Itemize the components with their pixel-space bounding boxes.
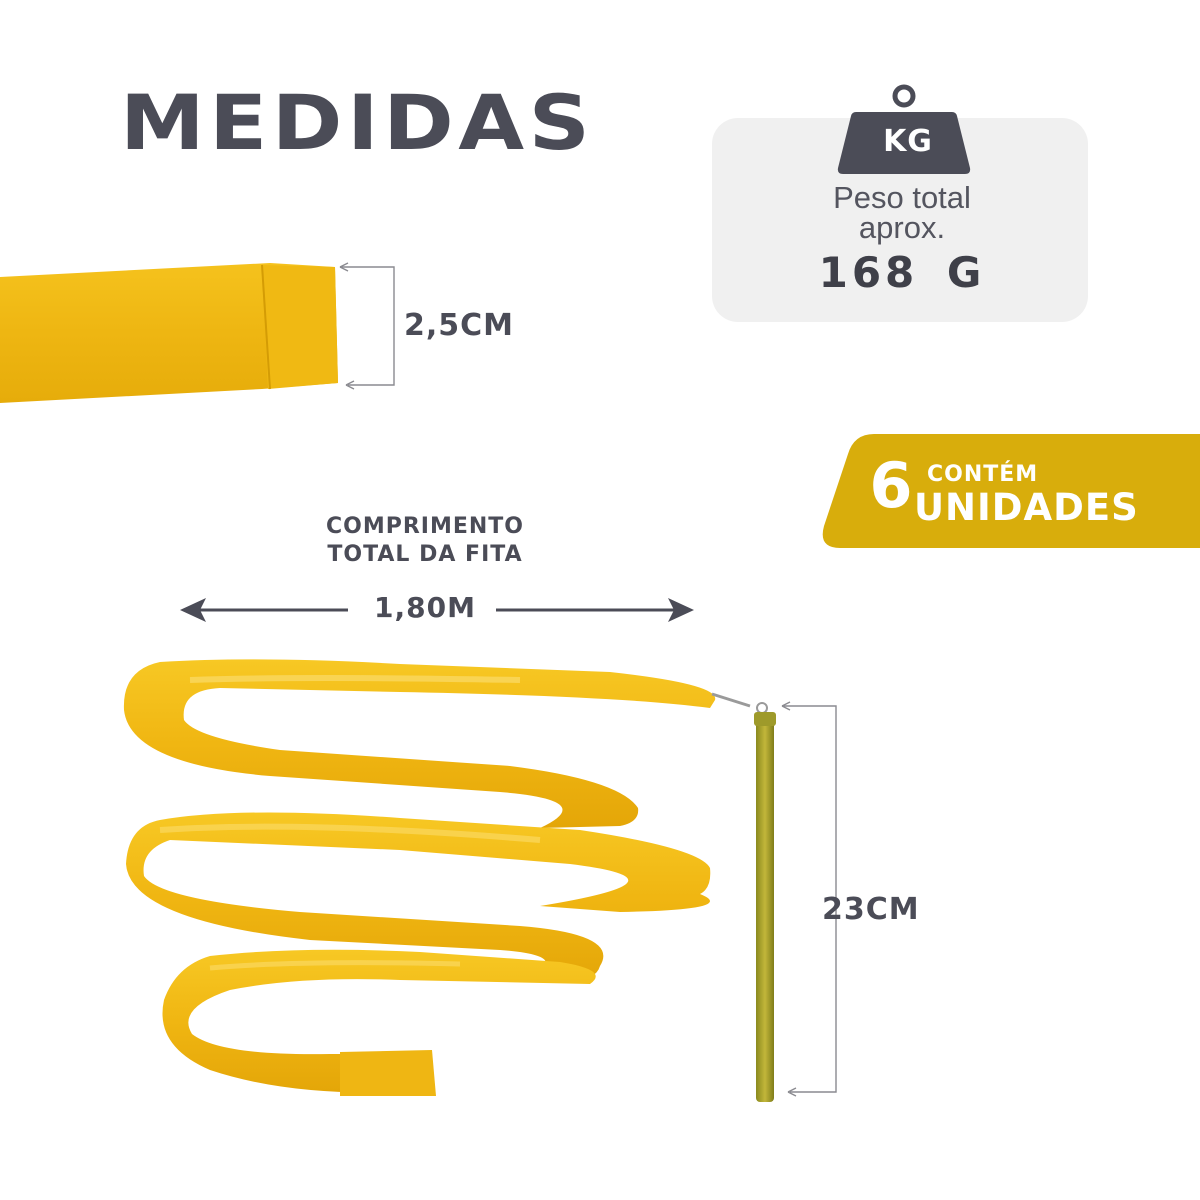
weight-caption-line1: Peso total [833,180,971,215]
weight-caption-line2: aprox. [858,210,946,245]
weight-kg-icon [837,84,971,174]
dimension-arrow-icon [180,598,694,622]
ribbon-closeup-image [0,262,395,403]
ribbon-full-image [123,659,776,1102]
ribbon-length-caption: COMPRIMENTO TOTAL DA FITA [290,513,560,569]
weight-unit-badge: KG [883,124,933,159]
ribbon-length-caption-line2: TOTAL DA FITA [327,542,523,567]
quantity-large-text: UNIDADES [914,486,1139,529]
page-title: MEDIDAS [120,78,595,167]
weight-value: 168 G [818,248,986,297]
ribbon-length-label: 1,80M [374,591,476,624]
ribbon-length-caption-line1: COMPRIMENTO [325,514,525,539]
stick-dimension-bracket [781,701,837,1097]
quantity-small-text: CONTÉM [927,462,1039,487]
quantity-banner [822,434,1200,548]
weight-caption: Peso total aprox. [760,180,1044,245]
stick-length-label: 23CM [822,892,920,927]
quantity-number: 6 [869,449,913,522]
ribbon-width-label: 2,5CM [404,308,515,343]
